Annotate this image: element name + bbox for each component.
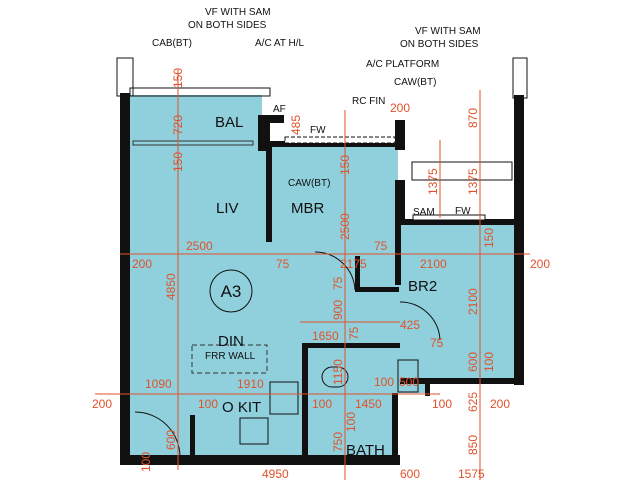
room-bath: BATH — [346, 442, 385, 459]
dim: 750 — [331, 432, 345, 452]
dim: 200 — [530, 257, 550, 271]
basin — [397, 359, 419, 393]
toilet — [321, 366, 349, 388]
note-sam: SAM — [413, 207, 435, 218]
dim: 100 — [139, 452, 153, 472]
dim: 100 — [312, 397, 332, 411]
dim: 100 — [432, 397, 452, 411]
dim: 1375 — [466, 168, 480, 195]
dim: 900 — [331, 300, 345, 320]
dim: 600 — [466, 352, 480, 372]
kitchen-sink — [269, 381, 299, 415]
balcony-rail — [129, 87, 271, 97]
unit-label: A3 — [221, 282, 242, 301]
dim: 150 — [482, 228, 496, 248]
dim: 600 — [400, 467, 420, 480]
note-fw-br2: FW — [455, 206, 471, 217]
annotations: VF WITH SAM ON BOTH SIDES CAB(BT) A/C AT… — [152, 7, 481, 362]
vertical-fin-right — [512, 57, 528, 99]
dim: 2100 — [420, 257, 447, 271]
room-br2: BR2 — [408, 278, 437, 295]
room-mbr: MBR — [291, 200, 325, 217]
note-cab: CAB(BT) — [152, 38, 192, 49]
dim: 600 — [164, 430, 178, 450]
dim: 2100 — [466, 288, 480, 315]
dim: 500 — [399, 375, 419, 389]
dim: 850 — [466, 435, 480, 455]
dim: 2500 — [338, 213, 352, 240]
dim: 150 — [171, 152, 185, 172]
dim: 150 — [338, 155, 352, 175]
dim: 1450 — [355, 397, 382, 411]
door-swing-br2 — [399, 301, 441, 341]
dim: 625 — [466, 392, 480, 412]
dim: 200 — [92, 397, 112, 411]
dim: 4950 — [262, 467, 289, 480]
dim: 1910 — [237, 377, 264, 391]
dim: 75 — [276, 257, 290, 271]
note-frr-wall: FRR WALL — [205, 351, 256, 362]
vertical-fin-left — [116, 57, 134, 97]
dimension-labels: 150 720 150 4850 600 100 2500 200 75 217… — [92, 68, 550, 480]
window-mbr — [284, 136, 396, 144]
note-rc-fin: RC FIN — [352, 96, 385, 107]
dim: 1150 — [331, 359, 345, 385]
dim: 200 — [390, 101, 410, 115]
dim: 200 — [490, 397, 510, 411]
ac-platform — [411, 161, 513, 181]
dim: 870 — [466, 108, 480, 128]
note-vf-right: VF WITH SAM — [415, 26, 481, 37]
dim: 1650 — [312, 329, 339, 343]
unit-floor — [130, 95, 517, 460]
dim: 1375 — [426, 168, 440, 195]
room-liv: LIV — [216, 200, 239, 217]
note-caw-mbr: CAW(BT) — [288, 178, 330, 189]
frr-wall — [191, 344, 268, 374]
sliding-door — [132, 140, 254, 146]
note-caw-br2: CAW(BT) — [394, 77, 436, 88]
note-ac-platform: A/C PLATFORM — [366, 59, 439, 70]
note-fw-mbr: FW — [310, 125, 326, 136]
door-swing-mbr — [314, 251, 356, 291]
dim: 150 — [171, 68, 185, 88]
dim: 75 — [331, 276, 345, 290]
dim: 75 — [347, 326, 361, 340]
dim: 100 — [374, 375, 394, 389]
dim: 1090 — [145, 377, 172, 391]
dim: 75 — [374, 239, 388, 253]
unit-badge — [209, 269, 253, 313]
walls — [120, 93, 524, 465]
dim: 100 — [198, 397, 218, 411]
door-swing-entry — [134, 411, 181, 458]
kitchen-counter — [239, 417, 269, 445]
room-din: DIN — [218, 333, 244, 350]
dim: 425 — [400, 318, 420, 332]
dimension-lines — [95, 70, 530, 480]
note-vf-left-2: ON BOTH SIDES — [188, 20, 267, 31]
dim: 75 — [430, 336, 444, 350]
dim: 4850 — [164, 273, 178, 300]
dim: 200 — [132, 257, 152, 271]
dim: 100 — [482, 352, 496, 372]
room-kit: O KIT — [222, 399, 261, 416]
window-br2 — [412, 214, 486, 221]
note-ac-hl: A/C AT H/L — [255, 38, 305, 49]
room-labels: BAL LIV MBR BR2 DIN O KIT BATH A3 — [209, 114, 437, 459]
dim: 485 — [289, 115, 303, 135]
dim: 720 — [171, 115, 185, 135]
dim: 2175 — [340, 257, 367, 271]
note-vf-left: VF WITH SAM — [205, 7, 271, 18]
note-vf-right-2: ON BOTH SIDES — [400, 39, 479, 50]
dim: 100 — [344, 412, 358, 432]
dim: 2500 — [186, 239, 213, 253]
dim: 1575 — [458, 467, 485, 480]
room-bal: BAL — [215, 114, 243, 131]
note-af: AF — [273, 104, 286, 115]
